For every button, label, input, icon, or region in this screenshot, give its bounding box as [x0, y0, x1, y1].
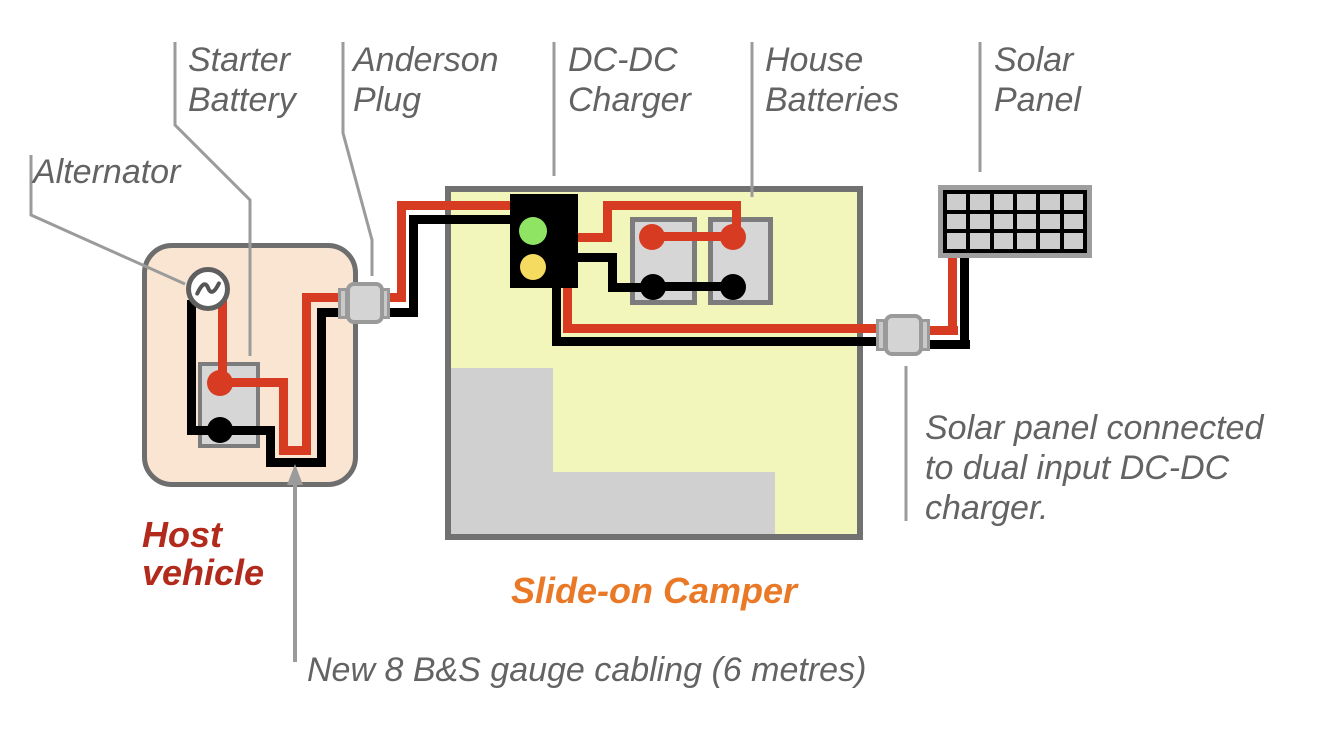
- dcdc-charger: [510, 194, 578, 288]
- wire-segment: [386, 308, 418, 317]
- solar-cell: [1017, 194, 1037, 210]
- anderson-plug-right: [884, 314, 923, 356]
- solar-cell: [1040, 233, 1060, 249]
- wire-segment: [317, 308, 326, 467]
- wire-segment: [397, 201, 513, 210]
- wire-segment: [279, 378, 288, 455]
- wire-segment: [317, 308, 347, 317]
- label-anderson-plug: Anderson Plug: [353, 41, 499, 119]
- solar-cell: [1040, 213, 1060, 230]
- house-battery-negative-terminal: [640, 274, 666, 300]
- solar-cell: [1017, 233, 1037, 249]
- label-dcdc-charger: DC-DC Charger: [568, 41, 691, 119]
- solar-cell: [1017, 213, 1037, 230]
- label-house-batteries: House Batteries: [765, 41, 900, 119]
- house-battery-positive-terminal: [720, 224, 746, 250]
- wire-segment: [603, 201, 612, 242]
- note-solar-connection: Solar panel connected to dual input DC-D…: [925, 409, 1264, 527]
- solar-cell: [1063, 233, 1083, 249]
- starter-battery-positive-terminal: [207, 370, 233, 396]
- solar-cell: [947, 233, 967, 249]
- solar-cell: [947, 194, 967, 210]
- wire-segment: [386, 293, 406, 302]
- anderson-plug-left: [346, 282, 384, 324]
- alternator-ac-icon: [186, 267, 230, 311]
- solar-panel: [938, 185, 1092, 258]
- wire-segment: [652, 232, 733, 241]
- charger-green-indicator-icon: [519, 217, 547, 245]
- solar-cell: [970, 233, 990, 249]
- solar-cell: [970, 194, 990, 210]
- solar-cell: [1063, 194, 1083, 210]
- wire-segment: [948, 254, 957, 335]
- wire-segment: [397, 201, 406, 302]
- wire-segment: [576, 233, 612, 242]
- wire-segment: [563, 324, 879, 333]
- wire-segment: [926, 340, 970, 349]
- wire-segment: [732, 201, 741, 242]
- solar-cell: [970, 213, 990, 230]
- wire-segment: [266, 458, 326, 467]
- solar-cell: [993, 233, 1013, 249]
- solar-cell: [947, 213, 967, 230]
- wire-segment: [302, 293, 311, 455]
- wire-segment: [409, 215, 418, 317]
- label-starter-battery: Starter Battery: [188, 41, 296, 119]
- wire-segment: [576, 253, 617, 262]
- solar-cell: [1040, 194, 1060, 210]
- wire-segment: [302, 293, 346, 302]
- wire-segment: [187, 300, 196, 435]
- wire-segment: [552, 288, 561, 346]
- solar-cell: [1063, 213, 1083, 230]
- wire-segment: [563, 288, 572, 333]
- wire-segment: [926, 326, 958, 335]
- charger-yellow-indicator-icon: [520, 254, 546, 280]
- house-battery-positive-terminal: [639, 224, 665, 250]
- wire-segment: [409, 215, 513, 224]
- solar-cell: [993, 194, 1013, 210]
- wire-segment: [220, 378, 288, 387]
- wire-segment: [608, 283, 658, 292]
- wire-segment: [608, 253, 617, 292]
- wire-segment: [653, 282, 733, 291]
- starter-battery-negative-terminal: [207, 417, 233, 443]
- solar-cell: [993, 213, 1013, 230]
- label-alternator: Alternator: [33, 153, 181, 191]
- note-cabling: New 8 B&S gauge cabling (6 metres): [307, 651, 867, 689]
- wire-segment: [603, 201, 741, 210]
- camper-step-shape: [451, 472, 775, 534]
- wire-segment: [279, 446, 311, 455]
- wire-segment: [960, 254, 969, 349]
- label-solar-panel: Solar Panel: [994, 41, 1081, 119]
- wire-segment: [552, 337, 879, 346]
- label-host-vehicle: Host vehicle: [142, 514, 265, 593]
- wire-segment: [266, 426, 275, 467]
- label-slide-on-camper: Slide-on Camper: [510, 570, 798, 611]
- house-battery-negative-terminal: [720, 274, 746, 300]
